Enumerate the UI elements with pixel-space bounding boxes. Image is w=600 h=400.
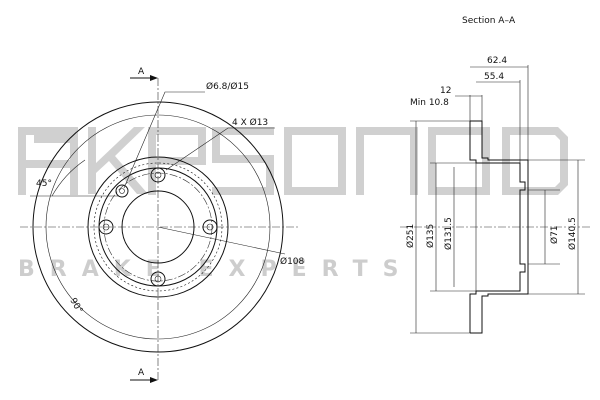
side-view bbox=[400, 65, 590, 334]
watermark-slogan: BRAKE EXPERTS bbox=[18, 257, 413, 282]
front-view bbox=[20, 75, 298, 383]
dim-thick: 12 bbox=[440, 86, 451, 96]
dia-hub: Ø135 bbox=[425, 224, 436, 248]
pcd-label: Ø108 bbox=[280, 256, 305, 267]
bolt-holes bbox=[98, 167, 218, 287]
dim-min: Min 10.8 bbox=[410, 98, 449, 108]
section-mark-top: A bbox=[138, 67, 145, 77]
section-title: Section A–A bbox=[462, 16, 516, 26]
center-bore bbox=[121, 190, 195, 264]
angle-label: 45° bbox=[36, 179, 52, 189]
dia-inner: Ø131.5 bbox=[443, 217, 454, 250]
dia-outer: Ø251 bbox=[405, 224, 416, 248]
outer-rim bbox=[32, 101, 284, 353]
dia-hat: Ø140.5 bbox=[567, 217, 578, 250]
dim-total: 62.4 bbox=[487, 56, 507, 66]
locating-hole bbox=[115, 184, 129, 198]
hole-label: Ø6.8/Ø15 bbox=[206, 81, 249, 92]
dia-bore: Ø71 bbox=[549, 225, 560, 244]
dim-hat: 55.4 bbox=[484, 72, 504, 82]
section-mark-bottom: A bbox=[138, 368, 145, 378]
outer-angle-label: 90° bbox=[67, 297, 84, 316]
watermark-logo bbox=[18, 127, 568, 195]
bolt-label: 4 X Ø13 bbox=[232, 117, 268, 128]
